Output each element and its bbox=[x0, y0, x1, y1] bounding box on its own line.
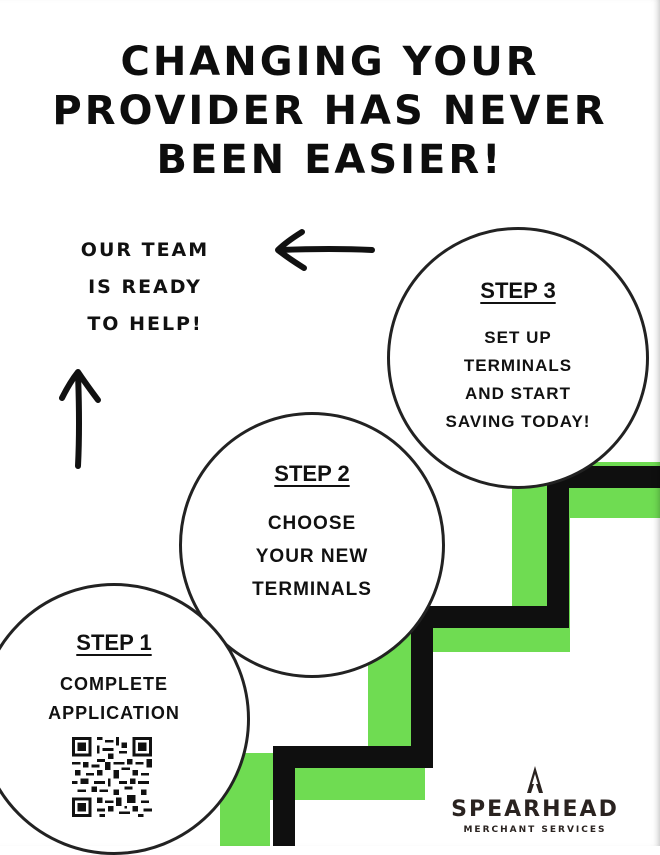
step-1-line-1: COMPLETE bbox=[59, 674, 168, 694]
spearhead-logo: SPEARHEAD MERCHANT SERVICES bbox=[430, 763, 640, 843]
logo-name: SPEARHEAD bbox=[451, 797, 619, 822]
step-3-text: SET UP TERMINALS AND START SAVING TODAY! bbox=[390, 324, 646, 436]
step-1-line-2: APPLICATION bbox=[48, 703, 180, 723]
step-2-text: CHOOSE YOUR NEW TERMINALS bbox=[182, 507, 442, 606]
arrow-up-icon bbox=[59, 369, 101, 469]
step-2-line-1: CHOOSE bbox=[267, 513, 357, 534]
page-title: CHANGING YOUR PROVIDER HAS NEVER BEEN EA… bbox=[0, 38, 660, 185]
team-message: OUR TEAM IS READY TO HELP! bbox=[40, 232, 250, 343]
headline-line-1: CHANGING YOUR bbox=[120, 39, 540, 85]
step-3-line-1: SET UP bbox=[484, 328, 552, 347]
team-line-3: TO HELP! bbox=[87, 313, 203, 335]
step-1-text: COMPLETE APPLICATION bbox=[0, 670, 247, 728]
headline-line-3: BEEN EASIER! bbox=[156, 137, 504, 183]
headline-line-2: PROVIDER HAS NEVER bbox=[52, 88, 608, 134]
step-1-title: STEP 1 bbox=[76, 630, 152, 655]
spearhead-logo-icon bbox=[527, 766, 543, 793]
team-line-1: OUR TEAM bbox=[80, 239, 210, 261]
step-3-title: STEP 3 bbox=[480, 278, 556, 303]
qr-code-icon[interactable] bbox=[72, 737, 152, 817]
step-3-line-4: SAVING TODAY! bbox=[445, 412, 591, 431]
logo-subtitle: MERCHANT SERVICES bbox=[463, 825, 607, 835]
step-2-title: STEP 2 bbox=[274, 461, 350, 486]
step-2-line-3: TERMINALS bbox=[252, 579, 372, 600]
step-3-line-2: TERMINALS bbox=[463, 356, 573, 375]
arrow-left-icon bbox=[275, 229, 375, 271]
step-2-circle: STEP 2 CHOOSE YOUR NEW TERMINALS bbox=[179, 412, 445, 678]
step-3-circle: STEP 3 SET UP TERMINALS AND START SAVING… bbox=[387, 227, 649, 489]
team-line-2: IS READY bbox=[88, 276, 202, 298]
step-2-line-2: YOUR NEW bbox=[255, 546, 369, 567]
step-3-line-3: AND START bbox=[465, 384, 571, 403]
